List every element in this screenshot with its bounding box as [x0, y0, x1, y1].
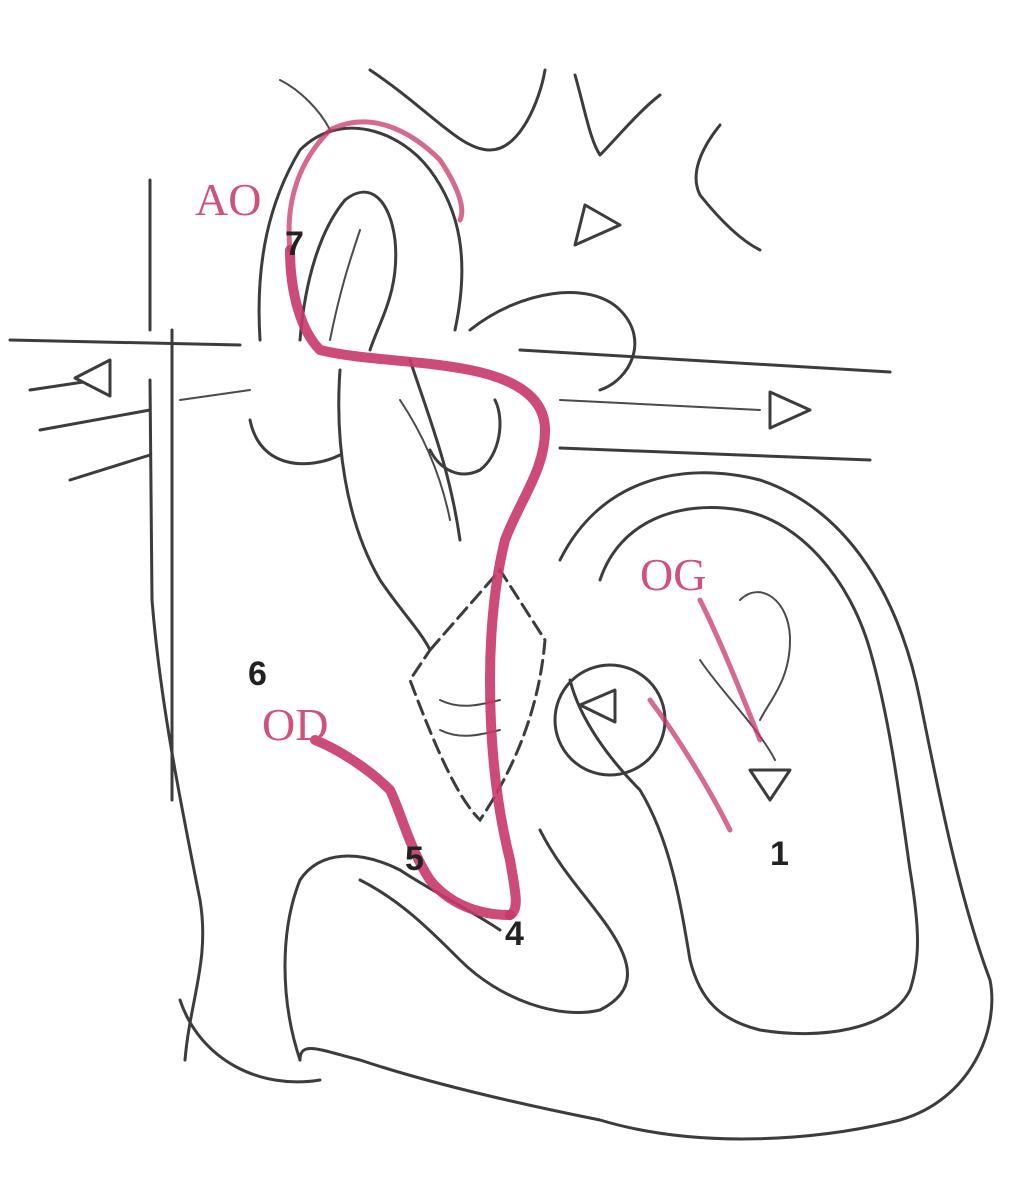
label-marker-4: 4: [505, 915, 524, 953]
pulmonary-vessels: [10, 205, 890, 480]
label-marker-1: 1: [770, 835, 789, 873]
arrow-left-icon: [75, 360, 110, 396]
label-marker-5: 5: [405, 840, 424, 878]
vena-cava: [150, 180, 203, 1060]
great-vessels: [280, 70, 760, 250]
label-marker-6: 6: [248, 655, 267, 693]
labels: AO OD OG 6 4 1 7 5: [195, 174, 789, 953]
flow-line-left: [700, 600, 760, 740]
label-aorta: AO: [195, 174, 261, 225]
valve-region: [410, 570, 545, 820]
flow-line-aorta: [289, 122, 462, 250]
label-marker-7: 7: [285, 225, 304, 263]
label-right-atrium: OD: [262, 699, 328, 750]
flow-line-left-2: [650, 700, 730, 830]
label-left-atrium: OG: [640, 549, 706, 600]
arrow-right-icon: [770, 392, 810, 428]
blood-flow-path: [289, 122, 760, 915]
arrow-right-icon: [575, 205, 620, 245]
arrow-down-icon: [750, 770, 790, 800]
flow-line-main: [290, 250, 545, 915]
flow-line-right-atrium: [315, 740, 510, 915]
aortic-arch: [250, 128, 635, 464]
septum: [339, 360, 500, 650]
right-ventricle: [180, 830, 628, 1082]
